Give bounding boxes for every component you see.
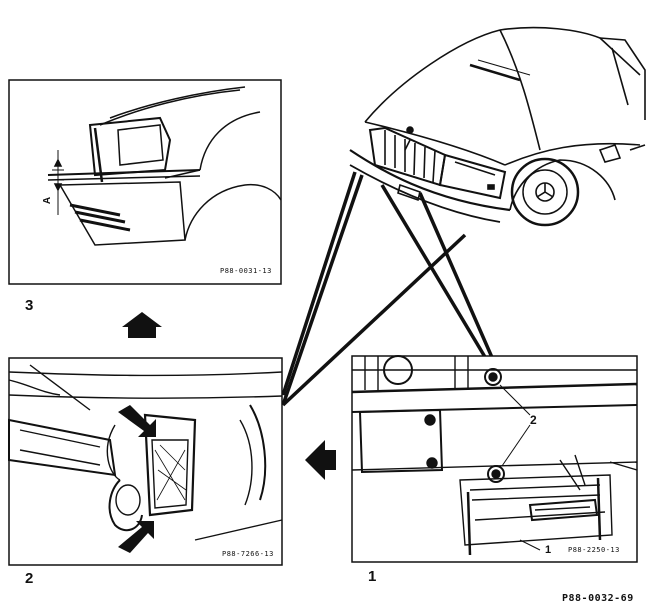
callout-2: 2	[530, 413, 537, 427]
figure-code: P88-0032-69	[562, 593, 634, 604]
panel-1-label: 1	[368, 568, 377, 585]
panel-2-label: 2	[25, 570, 34, 587]
leader-lines	[281, 171, 496, 407]
car-overview	[349, 26, 646, 227]
arrow-icon	[118, 521, 154, 553]
dimension-label-a: A	[42, 196, 54, 205]
arrow-icon	[118, 405, 156, 437]
panel-2-code: P88-7266-13	[222, 550, 274, 558]
panel-1-code: P88-2250-13	[568, 546, 620, 554]
panel-3	[8, 79, 282, 285]
arrow-left-icon	[305, 440, 336, 480]
callout-1: 1	[545, 544, 552, 556]
panel-2	[8, 357, 283, 566]
panel-1	[351, 355, 638, 563]
panel-3-code: P88-0031-13	[220, 267, 272, 275]
arrow-up-icon	[122, 312, 162, 338]
panel-3-label: 3	[25, 297, 34, 314]
